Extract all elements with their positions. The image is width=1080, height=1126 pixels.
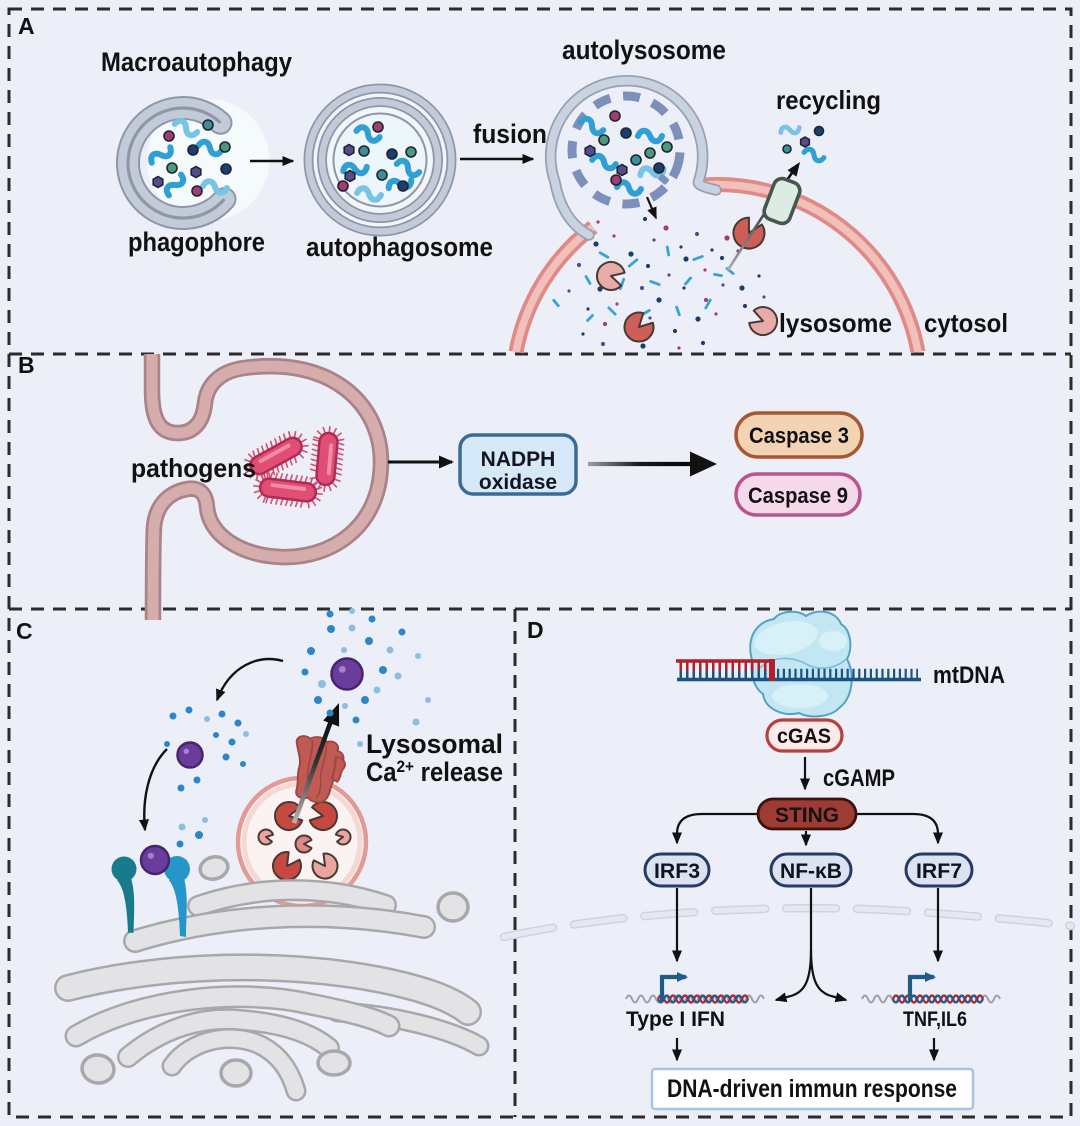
svg-text:cGAMP: cGAMP	[823, 765, 895, 792]
svg-text:Type I IFN: Type I IFN	[626, 1007, 725, 1031]
svg-text:C: C	[16, 618, 33, 644]
svg-text:mtDNA: mtDNA	[933, 662, 1005, 689]
svg-text:lysosome: lysosome	[779, 308, 892, 338]
svg-text:oxidase: oxidase	[479, 471, 557, 494]
svg-text:IRF3: IRF3	[654, 860, 700, 883]
svg-text:autophagosome: autophagosome	[306, 232, 493, 262]
svg-text:phagophore: phagophore	[128, 227, 265, 257]
svg-text:NF-κB: NF-κB	[780, 860, 842, 883]
svg-text:IRF7: IRF7	[916, 860, 962, 883]
svg-text:cGAS: cGAS	[777, 725, 831, 748]
svg-text:NADPH: NADPH	[481, 448, 556, 471]
svg-text:A: A	[18, 13, 35, 39]
svg-text:STING: STING	[775, 804, 839, 827]
svg-text:pathogens: pathogens	[131, 453, 256, 483]
svg-text:autolysosome: autolysosome	[562, 35, 726, 65]
svg-text:Ca2+ release: Ca2+ release	[366, 757, 503, 787]
svg-text:Caspase 3: Caspase 3	[749, 423, 849, 448]
svg-text:B: B	[18, 352, 35, 378]
svg-text:cytosol: cytosol	[924, 308, 1008, 338]
svg-text:D: D	[527, 617, 544, 643]
svg-text:Macroautophagy: Macroautophagy	[101, 47, 292, 77]
svg-text:TNF,IL6: TNF,IL6	[903, 1007, 967, 1031]
svg-text:recycling: recycling	[776, 85, 881, 115]
svg-text:Caspase 9: Caspase 9	[748, 483, 848, 508]
svg-text:Lysosomal: Lysosomal	[366, 729, 503, 759]
svg-text:DNA-driven immun response: DNA-driven immun response	[667, 1075, 957, 1103]
svg-text:fusion: fusion	[473, 119, 547, 149]
